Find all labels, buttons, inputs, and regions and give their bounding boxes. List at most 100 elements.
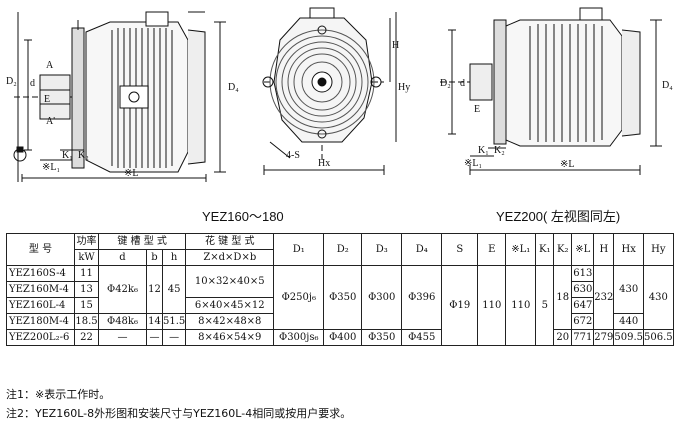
spline-cell: 8×42×48×8	[185, 313, 275, 330]
header-model: 型 号	[6, 233, 75, 266]
spline-cell: 8×46×54×9	[185, 329, 275, 346]
label-s: 4-S	[286, 150, 300, 161]
header-b: b	[146, 249, 163, 266]
key-h-cell: 45	[161, 265, 187, 314]
caption-left: YEZ160～180	[202, 209, 284, 224]
kw-cell: 13	[74, 281, 99, 298]
header-K2: K₂	[553, 233, 573, 266]
S-cell: Φ19	[441, 265, 479, 346]
label-l1b: ※L₁	[464, 158, 482, 169]
header-K1: K₁	[535, 233, 555, 266]
motor-outline-drawings: D₂ d A E A' D₄ K₁ K₂ ※L₁ ※L H Hy Hx 4-S …	[6, 7, 673, 182]
key-h-cell: 51.5	[161, 313, 187, 330]
header-D2: D₂	[323, 233, 363, 266]
L-cell: 613	[571, 265, 595, 282]
header-spline: 花 键 型 式	[185, 233, 275, 250]
header-H: H	[593, 233, 615, 266]
L1-cell: 110	[505, 265, 537, 346]
model-cell: YEZ160M-4	[6, 281, 75, 298]
K2-cell: 18	[553, 265, 573, 330]
label-d2b: D₂	[440, 78, 451, 89]
kw-cell: 22	[74, 329, 99, 346]
model-cell: YEZ200L₂-6	[6, 329, 75, 346]
key-d-cell: Φ48k₆	[98, 313, 147, 330]
header-h: h	[161, 249, 187, 266]
label-db: d	[460, 78, 465, 89]
label-k2b: K₂	[494, 145, 505, 156]
note-2: 注2：YEZ160L-8外形图和安装尺寸与YEZ160L-4相同或按用户要求。	[6, 407, 352, 420]
table-row: YEZ160M-4 13 630	[6, 281, 674, 298]
key-h-cell: —	[161, 329, 187, 346]
D2-cell: Φ400	[323, 329, 363, 346]
Hx-cell: 430	[613, 265, 644, 314]
label-hx: Hx	[318, 158, 330, 169]
D3-cell: Φ300	[361, 265, 403, 330]
E-cell: 110	[477, 265, 507, 346]
header-power: 功率	[74, 233, 99, 250]
header-Hx: Hx	[613, 233, 644, 266]
header-kw: kW	[74, 249, 99, 266]
label-h: H	[392, 40, 399, 51]
table-row: YEZ180M-4 18.5 Φ48k₆ 14 51.5 8×42×48×8 6…	[6, 313, 674, 330]
label-d: d	[30, 78, 35, 89]
header-Hy: Hy	[643, 233, 674, 266]
Hy-cell: 506.5	[643, 329, 674, 346]
key-b-cell: 14	[146, 313, 163, 330]
model-cell: YEZ180M-4	[6, 313, 75, 330]
label-k1b: K₁	[478, 145, 489, 156]
table-row: YEZ200L₂-6 22 — — — 8×46×54×9 Φ300js₆ Φ4…	[6, 329, 674, 346]
label-l1: ※L₁	[42, 162, 60, 173]
L-cell: 647	[571, 297, 595, 314]
label-d4: D₄	[228, 82, 239, 93]
H-cell: 232	[593, 265, 615, 330]
caption-right: YEZ200( 左视图同左)	[496, 209, 621, 224]
Hx-cell: 509.5	[613, 329, 644, 346]
label-d2: D₂	[6, 76, 17, 87]
L-cell: 672	[571, 313, 595, 330]
key-d-cell: —	[98, 329, 147, 346]
header-key: 键 槽 型 式	[97, 233, 187, 250]
kw-cell: 18.5	[74, 313, 99, 330]
kw-cell: 15	[74, 297, 99, 314]
Hx-cell: 440	[613, 313, 644, 330]
model-cell: YEZ160L-4	[6, 297, 75, 314]
label-l: ※L	[124, 168, 139, 179]
right-side-view	[440, 7, 662, 175]
label-a: A	[46, 60, 54, 71]
L-cell: 630	[571, 281, 595, 298]
end-view	[262, 7, 397, 175]
key-b-cell: 12	[146, 265, 163, 314]
label-d4b: D₄	[662, 80, 673, 91]
D4-cell: Φ396	[401, 265, 443, 330]
header-D1: D₁	[273, 233, 325, 266]
label-hy: Hy	[398, 82, 410, 93]
label-k2: K₂	[78, 150, 89, 161]
kw-cell: 11	[74, 265, 99, 282]
table-row: YEZ160S-4 11 Φ42k₆ 12 45 10×32×40×5 Φ250…	[6, 265, 674, 346]
spec-table: 型 号 功率 键 槽 型 式 花 键 型 式 D₁ D₂ D₃ D₄ S E ※…	[6, 233, 674, 346]
K1-cell: 5	[535, 265, 555, 346]
spline-cell: 6×40×45×12	[185, 297, 275, 314]
D4-cell: Φ455	[401, 329, 443, 346]
D3-cell: Φ350	[361, 329, 403, 346]
label-a-prime: A'	[46, 116, 55, 127]
label-k1: K₁	[62, 150, 73, 161]
K2-cell: 20	[553, 329, 573, 346]
key-b-cell: —	[146, 329, 163, 346]
D2-cell: Φ350	[323, 265, 363, 330]
header-zdds: Z×d×D×b	[185, 249, 275, 266]
Hy-cell: 430	[643, 265, 674, 330]
header-L1: ※L₁	[505, 233, 537, 266]
model-cell: YEZ160S-4	[6, 265, 75, 282]
H-cell: 279	[593, 329, 615, 346]
table-row: YEZ160L-4 15 6×40×45×12 647	[6, 297, 674, 314]
header-L: ※L	[571, 233, 595, 266]
note-1: 注1：※表示工作时。	[6, 388, 111, 401]
header-D4: D₄	[401, 233, 443, 266]
label-lb: ※L	[560, 159, 575, 170]
label-e: E	[44, 94, 50, 105]
header-d: d	[98, 249, 147, 266]
header-D3: D₃	[361, 233, 403, 266]
left-side-view	[13, 11, 226, 182]
D1-cell: Φ300js₆	[273, 329, 325, 346]
